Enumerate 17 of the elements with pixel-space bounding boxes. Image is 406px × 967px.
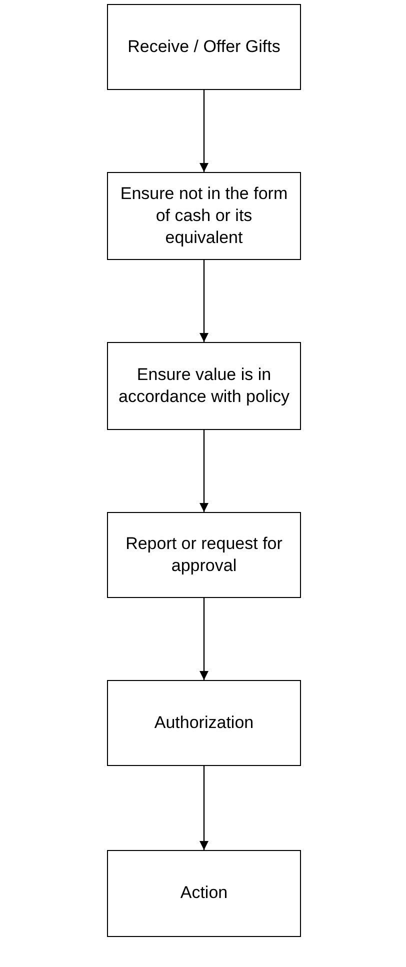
box-label: Ensure not in the form of cash or its equivalent bbox=[119, 182, 289, 250]
box-label: Report or request for approval bbox=[124, 532, 284, 577]
box-label: Authorization bbox=[154, 712, 254, 734]
box-label: Receive / Offer Gifts bbox=[128, 36, 280, 58]
process-box bbox=[107, 850, 301, 937]
box-label: Ensure value is in accordance with policy bbox=[117, 364, 291, 408]
process-box bbox=[107, 512, 301, 598]
process-box bbox=[107, 4, 301, 90]
process-box bbox=[107, 342, 301, 430]
arrow bbox=[200, 598, 208, 680]
arrow bbox=[200, 260, 208, 342]
arrow bbox=[200, 430, 208, 512]
box-label: Action bbox=[180, 882, 228, 904]
process-box bbox=[107, 172, 301, 260]
arrow bbox=[200, 90, 208, 172]
process-box bbox=[107, 680, 301, 766]
arrow bbox=[200, 766, 208, 850]
